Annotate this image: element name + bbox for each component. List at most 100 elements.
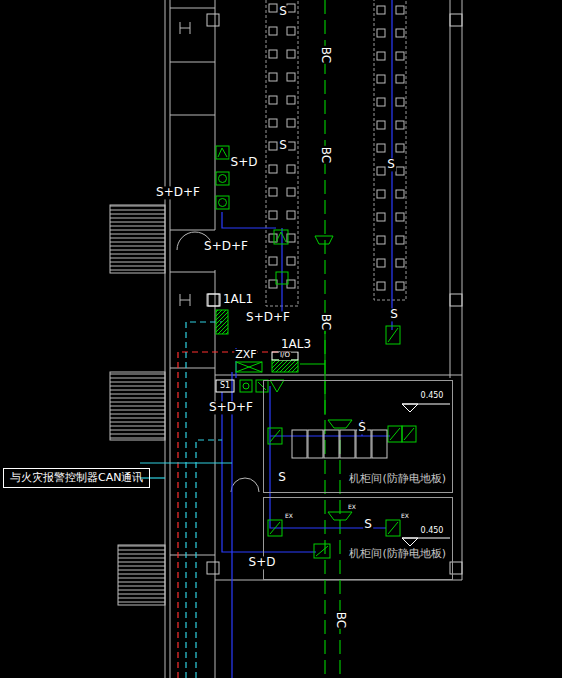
tray-item bbox=[287, 96, 295, 104]
note-text: 与火灾报警控制器CAN通讯 bbox=[10, 472, 143, 485]
device-code: 0.450 bbox=[420, 527, 445, 536]
device-code: S1 bbox=[219, 382, 231, 391]
device-code: 1AL3 bbox=[280, 338, 312, 351]
tray-item bbox=[396, 190, 404, 198]
room-outline: 机柜间(防静电地板) bbox=[263, 497, 453, 580]
device-code: EX bbox=[347, 504, 357, 511]
tray-item bbox=[377, 259, 385, 267]
tray-item bbox=[396, 282, 404, 290]
tray-item bbox=[377, 236, 385, 244]
columns bbox=[207, 14, 462, 574]
tray-item bbox=[396, 121, 404, 129]
device-code: EX bbox=[284, 513, 294, 520]
tray-item bbox=[269, 27, 277, 35]
tray-item bbox=[269, 165, 277, 173]
device-code: S+D+F bbox=[208, 401, 254, 414]
tray-item bbox=[377, 6, 385, 14]
tray-items bbox=[269, 4, 404, 290]
panel-box bbox=[208, 294, 220, 306]
tray-item bbox=[377, 29, 385, 37]
device-code: I/O bbox=[279, 352, 291, 360]
tray-item bbox=[396, 213, 404, 221]
tray-item bbox=[377, 52, 385, 60]
tray-item bbox=[287, 27, 295, 35]
cabinet bbox=[324, 430, 339, 458]
tray-item bbox=[269, 188, 277, 196]
tray-item bbox=[377, 121, 385, 129]
device-code: S bbox=[277, 471, 287, 484]
device-code: 0.450 bbox=[420, 392, 445, 401]
tray-item bbox=[287, 4, 295, 12]
tray-item bbox=[396, 236, 404, 244]
tray-item bbox=[396, 6, 404, 14]
tray-item bbox=[396, 52, 404, 60]
device-code: S bbox=[278, 139, 288, 152]
tray-item bbox=[377, 144, 385, 152]
panel-box bbox=[272, 352, 298, 360]
tray-item bbox=[269, 4, 277, 12]
tray-item bbox=[269, 73, 277, 81]
panel-box bbox=[216, 380, 234, 392]
tray-item bbox=[287, 73, 295, 81]
note-box: 与火灾报警控制器CAN通讯 bbox=[3, 468, 150, 488]
tray-item bbox=[269, 234, 277, 242]
device-code: 1AL1 bbox=[222, 293, 254, 306]
tray-item bbox=[396, 259, 404, 267]
device-code: S bbox=[278, 5, 288, 18]
tray-item bbox=[377, 282, 385, 290]
room-name: 机柜间(防静电地板) bbox=[349, 473, 446, 486]
device-code: S+D+F bbox=[203, 240, 249, 253]
tray-item bbox=[396, 29, 404, 37]
tray-item bbox=[269, 50, 277, 58]
line-tag: BC bbox=[333, 611, 346, 629]
device-code: S+D+F bbox=[155, 186, 201, 199]
tray-item bbox=[396, 98, 404, 106]
tray-item bbox=[377, 213, 385, 221]
tray-item bbox=[269, 211, 277, 219]
device-code: S bbox=[389, 308, 399, 321]
cabinet bbox=[340, 430, 355, 458]
room-name: 机柜间(防静电地板) bbox=[349, 548, 446, 561]
cabinet bbox=[372, 430, 387, 458]
device-code: S bbox=[363, 518, 373, 531]
tray-item bbox=[377, 167, 385, 175]
fire-bus bbox=[140, 322, 290, 678]
device-code: ZXF bbox=[234, 349, 257, 361]
tray-item bbox=[287, 119, 295, 127]
bc-line bbox=[339, 440, 340, 678]
tray-item bbox=[269, 119, 277, 127]
tray-item bbox=[377, 75, 385, 83]
stairs bbox=[110, 205, 165, 605]
bc-line bbox=[325, 325, 326, 415]
tray-item bbox=[287, 50, 295, 58]
device-code: S+D+F bbox=[245, 311, 291, 324]
tray-item bbox=[396, 144, 404, 152]
cabinet-row bbox=[292, 430, 387, 458]
bc-line bbox=[324, 0, 325, 678]
line-tag: BC bbox=[318, 146, 331, 164]
cable-tray bbox=[266, 0, 406, 306]
walls bbox=[165, 0, 462, 678]
device-code: EX bbox=[400, 513, 410, 520]
tray-item bbox=[269, 96, 277, 104]
tray-item bbox=[287, 165, 295, 173]
tray-item bbox=[377, 98, 385, 106]
wires bbox=[222, 0, 392, 678]
line-tag: BC bbox=[318, 313, 331, 331]
device-code: S bbox=[386, 158, 396, 171]
device-code: S bbox=[357, 421, 367, 434]
cabinet bbox=[308, 430, 323, 458]
line-tag: BC bbox=[318, 46, 331, 64]
tray-item bbox=[269, 257, 277, 265]
tray-item bbox=[396, 75, 404, 83]
cabinet bbox=[292, 430, 307, 458]
tray-item bbox=[396, 167, 404, 175]
tray-item bbox=[287, 211, 295, 219]
tray-item bbox=[287, 188, 295, 196]
device-code: S+D bbox=[248, 556, 277, 569]
tray-item bbox=[287, 142, 295, 150]
tray-item bbox=[377, 190, 385, 198]
tray-item bbox=[269, 142, 277, 150]
tray-item bbox=[287, 257, 295, 265]
